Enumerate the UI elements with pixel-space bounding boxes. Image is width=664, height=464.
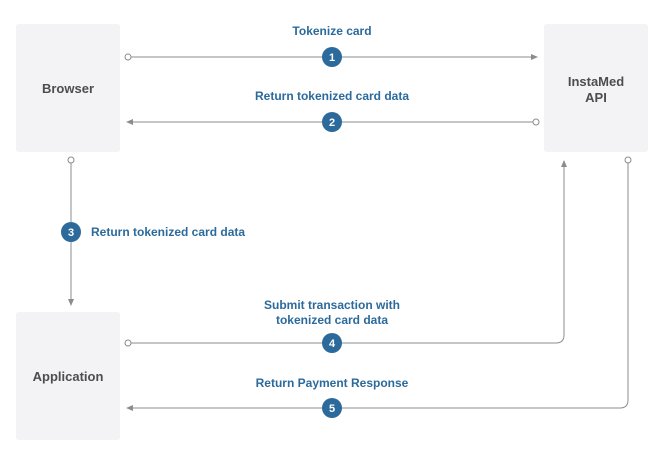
step-5-badge [322,398,342,418]
edge-step-4-arrowhead [561,160,567,167]
node-application: Application [16,312,120,440]
edge-step-1-start-dot [124,53,132,61]
edge-step-4-line [131,166,565,344]
edge-step-4-label-line1: Submit transaction with [264,298,400,312]
edge-step-5-arrowhead [126,405,133,411]
node-application-label: Application [33,369,104,384]
step-1-number: 1 [329,52,335,64]
step-4-badge [322,333,342,353]
node-browser: Browser [16,24,120,152]
edge-step-3: 3 Return tokenized card data [61,156,245,306]
edge-step-2: Return tokenized card data 2 [126,89,540,132]
step-3-badge [61,222,81,242]
edge-step-1: Tokenize card 1 [124,24,538,67]
step-1-badge [322,47,342,67]
edge-step-5-start-dot [624,156,632,164]
node-instamed-api-label-line1: InstaMed [568,74,624,89]
node-browser-label: Browser [42,81,94,96]
step-2-badge [322,112,342,132]
edge-step-5-label: Return Payment Response [256,376,409,390]
edge-step-4-label-line2: tokenized card data [276,313,388,327]
node-instamed-api: InstaMed API [544,24,648,152]
node-instamed-api-box [544,24,648,152]
edge-step-3-arrowhead [68,299,74,306]
step-5-number: 5 [329,403,335,415]
edge-step-3-start-dot [67,156,75,164]
edge-step-4-start-dot [124,339,132,347]
edge-step-1-label: Tokenize card [292,24,371,38]
edge-step-4: Submit transaction with tokenized card d… [124,160,567,353]
node-application-box [16,312,120,440]
edge-step-1-arrowhead [531,54,538,60]
step-2-number: 2 [329,117,335,129]
step-4-number: 4 [329,338,336,350]
edge-step-2-arrowhead [126,119,133,125]
node-instamed-api-label-line2: API [585,90,607,105]
edge-step-5-line [132,163,629,409]
edge-step-5: Return Payment Response 5 [126,156,632,418]
edge-step-2-label: Return tokenized card data [255,89,409,103]
node-browser-box [16,24,120,152]
step-3-number: 3 [68,227,74,239]
edge-step-3-label: Return tokenized card data [91,225,245,239]
edge-step-2-start-dot [532,118,540,126]
